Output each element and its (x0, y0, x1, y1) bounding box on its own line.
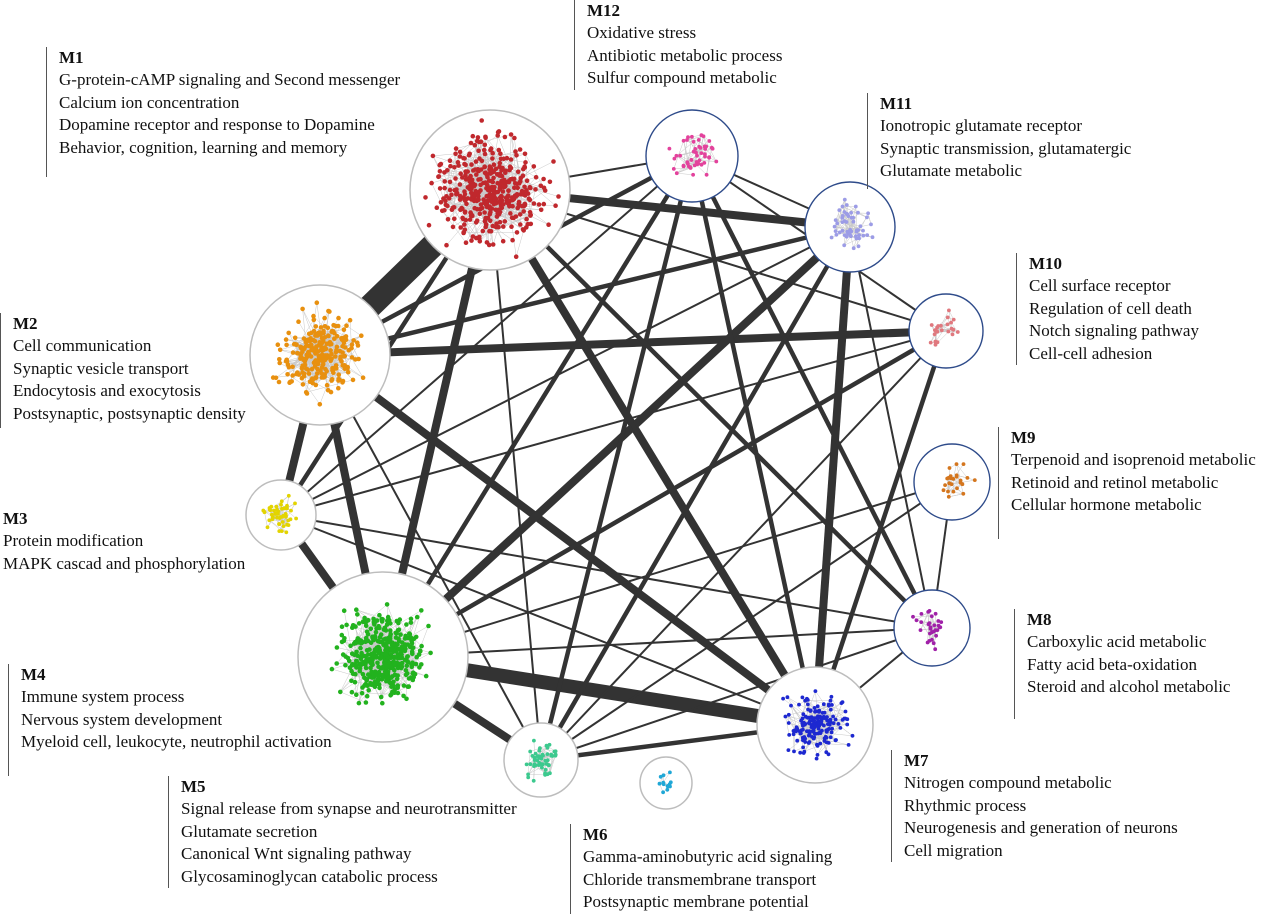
module-term: Cell communication (13, 335, 246, 358)
module-term: Signal release from synapse and neurotra… (181, 798, 517, 821)
module-term: Gamma-aminobutyric acid signaling (583, 846, 832, 869)
module-node-m10[interactable] (909, 294, 983, 368)
module-term: Cell-cell adhesion (1029, 343, 1199, 366)
module-node-m12[interactable] (646, 110, 738, 202)
module-node-m6[interactable] (640, 757, 692, 809)
module-term: Retinoid and retinol metabolic (1011, 472, 1256, 495)
module-term: Ionotropic glutamate receptor (880, 115, 1131, 138)
module-term: Synaptic transmission, glutamatergic (880, 138, 1131, 161)
module-node-m11[interactable] (805, 182, 895, 272)
module-term: Rhythmic process (904, 795, 1178, 818)
module-term: Nervous system development (21, 709, 332, 732)
module-term: Canonical Wnt signaling pathway (181, 843, 517, 866)
module-term: Regulation of cell death (1029, 298, 1199, 321)
module-term: Carboxylic acid metabolic (1027, 631, 1230, 654)
module-node-m2[interactable] (250, 285, 390, 425)
module-term: Glutamate metabolic (880, 160, 1131, 183)
module-term: G-protein-cAMP signaling and Second mess… (59, 69, 400, 92)
module-title: M9 (1011, 427, 1256, 449)
module-title: M6 (583, 824, 832, 846)
module-circle (246, 480, 316, 550)
module-circle (909, 294, 983, 368)
edge-m4-m11 (383, 227, 850, 657)
module-term: Postsynaptic, postsynaptic density (13, 403, 246, 426)
module-term: Synaptic vesicle transport (13, 358, 246, 381)
module-title: M11 (880, 93, 1131, 115)
module-title: M3 (3, 508, 245, 530)
edge-m11-m8 (850, 227, 932, 628)
module-node-m1[interactable] (410, 110, 570, 270)
module-term: Notch signaling pathway (1029, 320, 1199, 343)
module-term: Antibiotic metabolic process (587, 45, 782, 68)
module-term: Oxidative stress (587, 22, 782, 45)
module-circle (914, 444, 990, 520)
module-node-m7[interactable] (757, 667, 873, 783)
module-term: MAPK cascad and phosphorylation (3, 553, 245, 576)
module-term: Postsynaptic membrane potential (583, 891, 832, 914)
module-term: Myeloid cell, leukocyte, neutrophil acti… (21, 731, 332, 754)
module-term: Nitrogen compound metabolic (904, 772, 1178, 795)
module-term: Sulfur compound metabolic (587, 67, 782, 90)
module-term: Chloride transmembrane transport (583, 869, 832, 892)
module-term: Fatty acid beta-oxidation (1027, 654, 1230, 677)
module-node-m3[interactable] (246, 480, 316, 550)
module-term: Glycosaminoglycan catabolic process (181, 866, 517, 889)
module-title: M1 (59, 47, 400, 69)
module-title: M8 (1027, 609, 1230, 631)
module-term: Protein modification (3, 530, 245, 553)
module-title: M4 (21, 664, 332, 686)
module-term: Steroid and alcohol metabolic (1027, 676, 1230, 699)
module-term: Immune system process (21, 686, 332, 709)
module-title: M5 (181, 776, 517, 798)
module-term: Cell surface receptor (1029, 275, 1199, 298)
module-term: Behavior, cognition, learning and memory (59, 137, 400, 160)
module-title: M7 (904, 750, 1178, 772)
module-title: M12 (587, 0, 782, 22)
edge-m5-m12 (541, 156, 692, 760)
module-term: Terpenoid and isoprenoid metabolic (1011, 449, 1256, 472)
module-term: Calcium ion concentration (59, 92, 400, 115)
module-title: M2 (13, 313, 246, 335)
module-term: Dopamine receptor and response to Dopami… (59, 114, 400, 137)
module-title: M10 (1029, 253, 1199, 275)
module-term: Endocytosis and exocytosis (13, 380, 246, 403)
module-term: Glutamate secretion (181, 821, 517, 844)
module-node-m8[interactable] (894, 590, 970, 666)
edge-m7-m11 (815, 227, 850, 725)
module-term: Neurogenesis and generation of neurons (904, 817, 1178, 840)
module-term: Cell migration (904, 840, 1178, 863)
module-node-m9[interactable] (914, 444, 990, 520)
module-term: Cellular hormone metabolic (1011, 494, 1256, 517)
